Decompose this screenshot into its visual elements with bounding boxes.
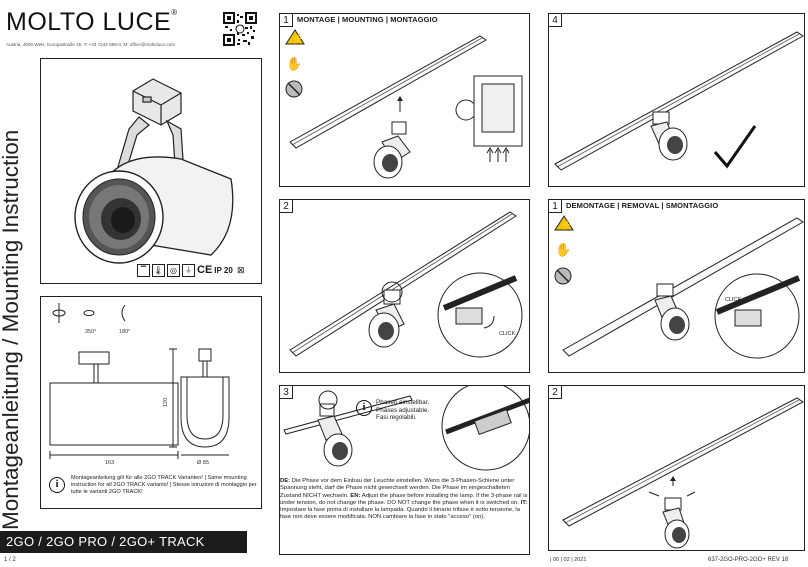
svg-text:✋: ✋ <box>286 56 302 72</box>
company-address: Austria, 4600 Wels, Europastraße 45, T: … <box>6 42 175 47</box>
brand-logo: MOLTO LUCE® <box>6 8 178 36</box>
protection-class-icon: ◎ <box>167 263 180 277</box>
desc-en-text: Adjust the phase before installing the l… <box>280 492 528 506</box>
rotation-350-label: 350° <box>85 329 96 335</box>
desc-it-text: Impostare la fase prima di installare la… <box>280 507 521 521</box>
svg-text:✋: ✋ <box>555 242 571 258</box>
certification-icons: ▔ 🌡︎ ◎ ⏚ CE IP 20 ⊠ <box>137 262 247 278</box>
step-number: 4 <box>549 14 562 27</box>
dimension-drawing: 350° 180° 163 120 Ø 85 <box>49 303 230 466</box>
ce-mark-icon: CE <box>197 264 213 276</box>
desc-de-label: DE: <box>280 478 291 484</box>
step-illustration <box>283 386 529 471</box>
step-number: 1 <box>549 200 562 213</box>
step-illustration <box>562 397 804 549</box>
step-illustration: ⚡ ✋ <box>554 215 804 359</box>
print-date: | 06 | 02 | 2021 <box>550 557 587 563</box>
step-number: 3 <box>280 386 293 399</box>
desc-en-label: EN: <box>350 492 361 499</box>
info-icon: i <box>356 400 372 416</box>
step-illustration <box>289 211 523 358</box>
click-label: CLICK <box>725 297 742 303</box>
qr-code <box>223 12 257 46</box>
svg-text:⚡: ⚡ <box>292 33 303 45</box>
revision-code: 637-2GO-PRO-2GO+ REV 18 <box>708 557 789 563</box>
phase-description: DE: Die Phase vor dem Einbau der Leuchte… <box>280 478 529 522</box>
step-title: DEMONTAGE | REMOVAL | SMONTAGGIO <box>566 201 719 210</box>
weee-bin-icon: ⊠ <box>237 264 245 275</box>
vertical-title: Montageanleitung / Mounting Instruction <box>0 129 23 530</box>
diameter-dimension-label: Ø 85 <box>197 460 209 466</box>
lamp-illustration <box>74 78 234 264</box>
thermometer-icon: 🌡︎ <box>152 263 165 277</box>
step-demount-2: 2 <box>548 385 805 551</box>
ip-rating: IP 20 <box>214 265 233 275</box>
step-demount-1: 1 DEMONTAGE | REMOVAL | SMONTAGGIO ⚡ ✋ C… <box>548 199 805 373</box>
step-mount-2: 2 CLICK <box>279 199 530 373</box>
step-mount-1: 1 MONTAGE | MOUNTING | MONTAGGIO ⚡ ✋ <box>279 13 530 187</box>
rotation-180-label: 180° <box>119 329 130 335</box>
width-dimension-label: 163 <box>105 460 114 466</box>
step-number: 2 <box>280 200 293 213</box>
earth-icon: ⏚ <box>182 263 195 277</box>
page-number: 1 / 2 <box>4 557 16 563</box>
phase-note: Phasen einstellbar. Phases adjustable. F… <box>376 399 429 422</box>
step-mount-3: 3 i Phasen einstellbar. Phases adjustabl… <box>279 385 530 555</box>
ceiling-mount-icon: ▔ <box>137 263 150 277</box>
step-mount-4: 4 <box>548 13 805 187</box>
check-mark-icon <box>713 125 757 169</box>
step-illustration <box>554 31 804 171</box>
step-number: 2 <box>549 386 562 399</box>
dimensions-panel: 350° 180° 163 120 Ø 85 i Montageanl <box>40 296 262 509</box>
phase-note-it: Fasi regolabili. <box>376 414 417 422</box>
svg-text:⚡: ⚡ <box>561 219 572 231</box>
desc-it-label: IT: <box>520 499 528 506</box>
rotation-icon <box>52 303 126 323</box>
phase-note-de: Phasen einstellbar. <box>376 399 430 406</box>
height-dimension-label: 120 <box>163 398 169 407</box>
click-label: CLICK <box>499 331 516 337</box>
product-banner: 2GO / 2GO PRO / 2GO+ TRACK <box>0 531 247 553</box>
step-title: MONTAGE | MOUNTING | MONTAGGIO <box>297 15 438 24</box>
phase-note-en: Phases adjustable. <box>376 406 430 414</box>
step-illustration: ⚡ ✋ <box>285 29 523 179</box>
info-icon: i <box>49 477 65 493</box>
product-panel: ▔ 🌡︎ ◎ ⏚ CE IP 20 ⊠ <box>40 58 262 284</box>
info-note: Montageanleitung gilt für alle 2GO TRACK… <box>71 475 257 495</box>
desc-de-text: Die Phase vor dem Einbau der Leuchte ein… <box>280 478 515 499</box>
step-number: 1 <box>280 14 293 27</box>
